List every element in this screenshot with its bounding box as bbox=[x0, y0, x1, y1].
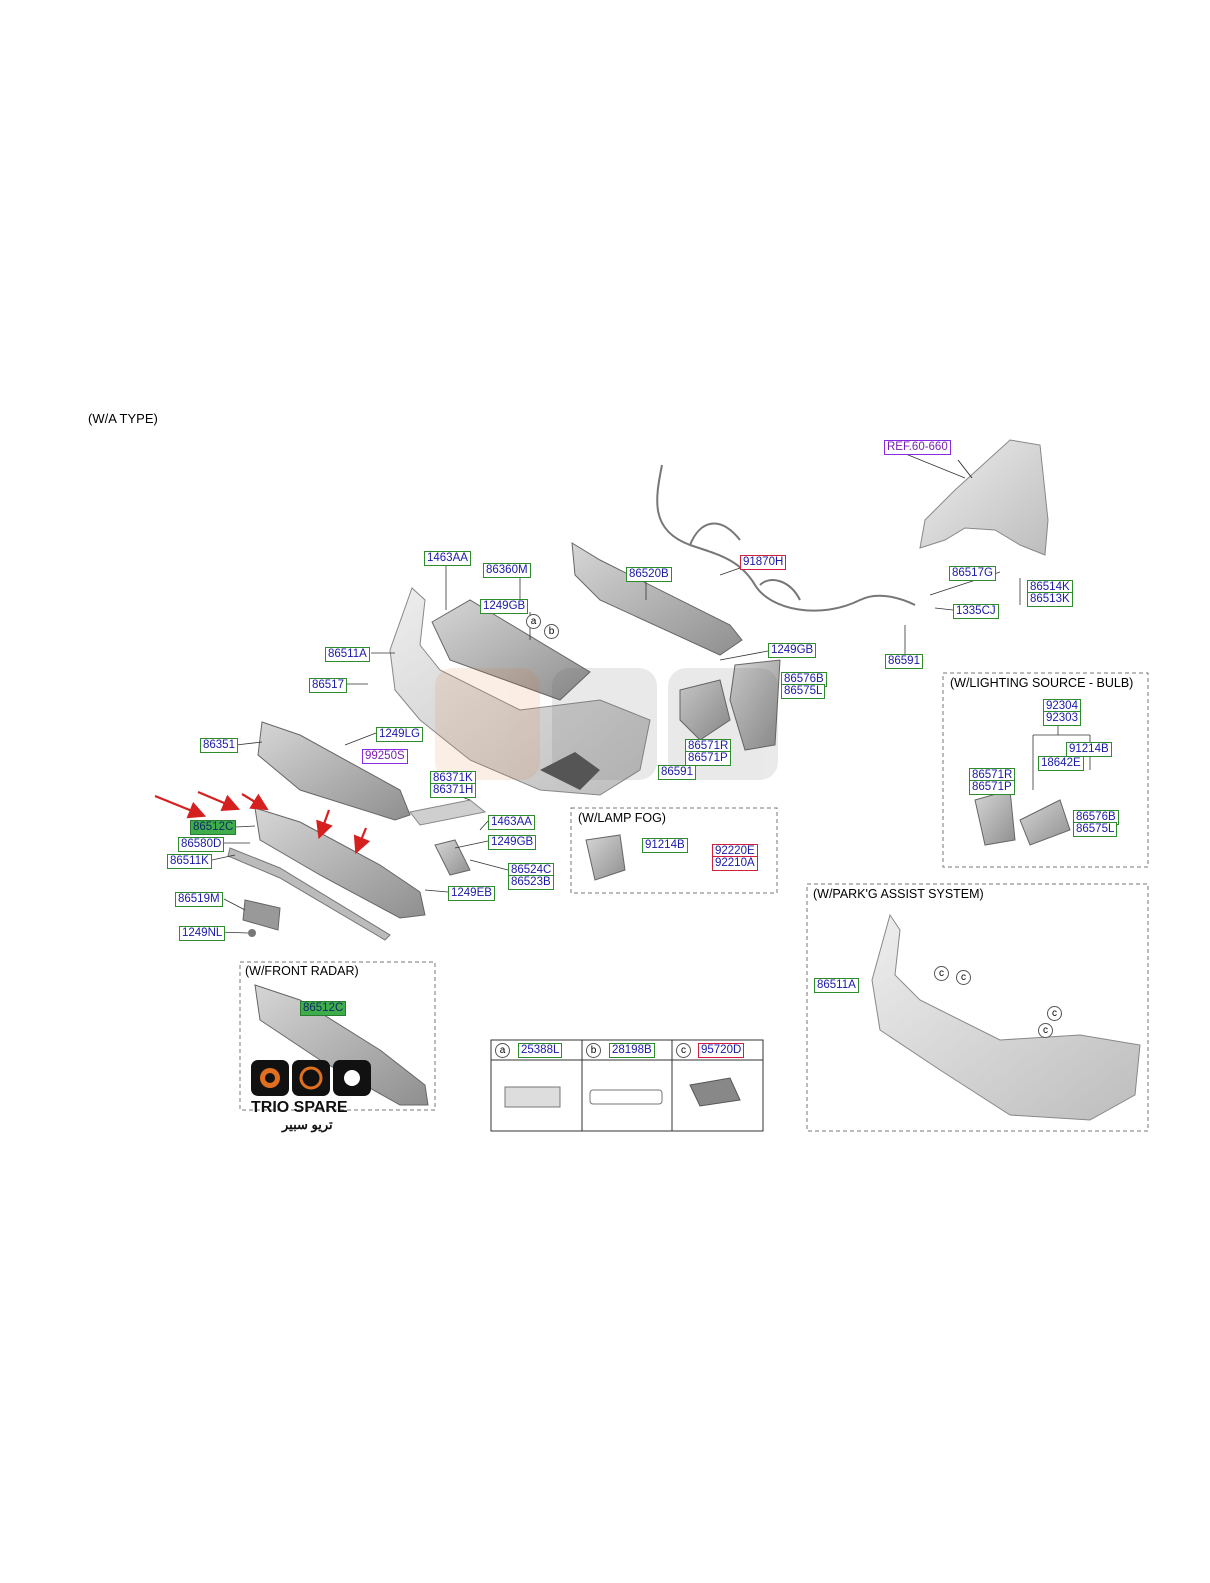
part-1463AA[interactable]: 1463AA bbox=[424, 551, 471, 566]
bumper-cover bbox=[389, 587, 651, 796]
part-86591-right[interactable]: 86591 bbox=[885, 654, 923, 669]
air-guard bbox=[409, 799, 487, 826]
part-86511A[interactable]: 86511A bbox=[325, 647, 370, 662]
legend-part-28198B[interactable]: 28198B bbox=[609, 1043, 655, 1058]
lamp-fog-box bbox=[570, 807, 778, 894]
part-86360M[interactable]: 86360M bbox=[483, 563, 531, 578]
part-1249EB[interactable]: 1249EB bbox=[448, 886, 495, 901]
part-86523B[interactable]: 86523B bbox=[508, 875, 554, 890]
part-91870H[interactable]: 91870H bbox=[740, 555, 787, 570]
trio-logo-icons bbox=[251, 1060, 371, 1096]
fog-cover bbox=[729, 659, 781, 751]
part-99250S[interactable]: 99250S bbox=[362, 749, 408, 764]
part-1249GB-low[interactable]: 1249GB bbox=[488, 835, 537, 850]
park-callout-c2: c bbox=[956, 970, 971, 985]
fog-part-91214B[interactable]: 91214B bbox=[642, 838, 688, 853]
ref-label[interactable]: REF.60-660 bbox=[884, 440, 951, 455]
mesh-grille bbox=[257, 721, 411, 821]
bulb-part-18642E[interactable]: 18642E bbox=[1038, 756, 1084, 771]
park-callout-c1: c bbox=[934, 966, 949, 981]
park-assist-title: (W/PARK'G ASSIST SYSTEM) bbox=[813, 887, 984, 901]
part-86580D[interactable]: 86580D bbox=[178, 837, 225, 852]
type-label: (W/A TYPE) bbox=[88, 411, 158, 426]
part-86520B[interactable]: 86520B bbox=[626, 567, 672, 582]
part-86512C[interactable]: 86512C bbox=[190, 820, 237, 835]
radar-part-86512C[interactable]: 86512C bbox=[300, 1001, 347, 1016]
screw-1249NL bbox=[248, 929, 256, 937]
part-86519M[interactable]: 86519M bbox=[175, 892, 223, 907]
license-bracket bbox=[242, 899, 281, 931]
bulb-part-92303[interactable]: 92303 bbox=[1043, 711, 1081, 726]
part-86576B[interactable]: 86576B bbox=[781, 672, 827, 687]
park-assist-box bbox=[806, 883, 1149, 1132]
part-86517[interactable]: 86517 bbox=[309, 678, 347, 693]
callout-b: b bbox=[544, 624, 559, 639]
part-86351[interactable]: 86351 bbox=[200, 738, 238, 753]
part-1335CJ[interactable]: 1335CJ bbox=[953, 604, 999, 619]
lighting-box bbox=[942, 672, 1149, 868]
fog-bracket bbox=[679, 679, 731, 741]
leader-lines bbox=[211, 445, 1021, 934]
park-part-86511A[interactable]: 86511A bbox=[814, 978, 859, 993]
part-86513K[interactable]: 86513K bbox=[1027, 592, 1073, 607]
upper-grille bbox=[431, 599, 591, 701]
legend-letter-a: a bbox=[495, 1043, 510, 1058]
park-callout-c4: c bbox=[1038, 1023, 1053, 1038]
callout-a: a bbox=[526, 614, 541, 629]
fender-part bbox=[919, 439, 1049, 556]
lower-moulding bbox=[227, 847, 391, 941]
part-86591-mid[interactable]: 86591 bbox=[658, 765, 696, 780]
part-86517G[interactable]: 86517G bbox=[949, 566, 996, 581]
bulb-part-92304[interactable]: 92304 bbox=[1043, 699, 1081, 714]
legend-table bbox=[490, 1039, 764, 1132]
wiring-harness bbox=[656, 464, 916, 612]
legend-letter-b: b bbox=[586, 1043, 601, 1058]
red-arrows bbox=[154, 790, 371, 855]
logo-brand: TRIO SPARE bbox=[251, 1099, 348, 1116]
legend-part-25388L[interactable]: 25388L bbox=[518, 1043, 563, 1058]
legend-part-95720D[interactable]: 95720D bbox=[698, 1043, 745, 1058]
side-bracket bbox=[434, 839, 471, 876]
front-radar-title: (W/FRONT RADAR) bbox=[245, 964, 359, 978]
part-1249NL[interactable]: 1249NL bbox=[179, 926, 226, 941]
bulb-part-86575L[interactable]: 86575L bbox=[1073, 822, 1118, 837]
part-86571P[interactable]: 86571P bbox=[685, 751, 731, 766]
part-86575L[interactable]: 86575L bbox=[781, 684, 826, 699]
legend-letter-c: c bbox=[676, 1043, 691, 1058]
lamp-fog-title: (W/LAMP FOG) bbox=[578, 811, 666, 825]
part-86511K[interactable]: 86511K bbox=[167, 854, 212, 869]
part-1249GB[interactable]: 1249GB bbox=[480, 599, 529, 614]
park-callout-c3: c bbox=[1047, 1006, 1062, 1021]
part-1249LG[interactable]: 1249LG bbox=[376, 727, 423, 742]
part-1249GB-mid[interactable]: 1249GB bbox=[768, 643, 817, 658]
front-radar-box bbox=[239, 961, 436, 1111]
lighting-box-title: (W/LIGHTING SOURCE - BULB) bbox=[950, 676, 1134, 690]
energy-absorber bbox=[571, 542, 743, 656]
part-1463AA-low[interactable]: 1463AA bbox=[488, 815, 535, 830]
lower-grille bbox=[254, 807, 426, 919]
bulb-part-86571P[interactable]: 86571P bbox=[969, 780, 1015, 795]
logo-arabic: تريو سبير bbox=[282, 1117, 333, 1132]
part-86371H[interactable]: 86371H bbox=[430, 783, 477, 798]
bulb-part-91214B[interactable]: 91214B bbox=[1066, 742, 1112, 757]
fog-part-92210A[interactable]: 92210A bbox=[712, 856, 758, 871]
